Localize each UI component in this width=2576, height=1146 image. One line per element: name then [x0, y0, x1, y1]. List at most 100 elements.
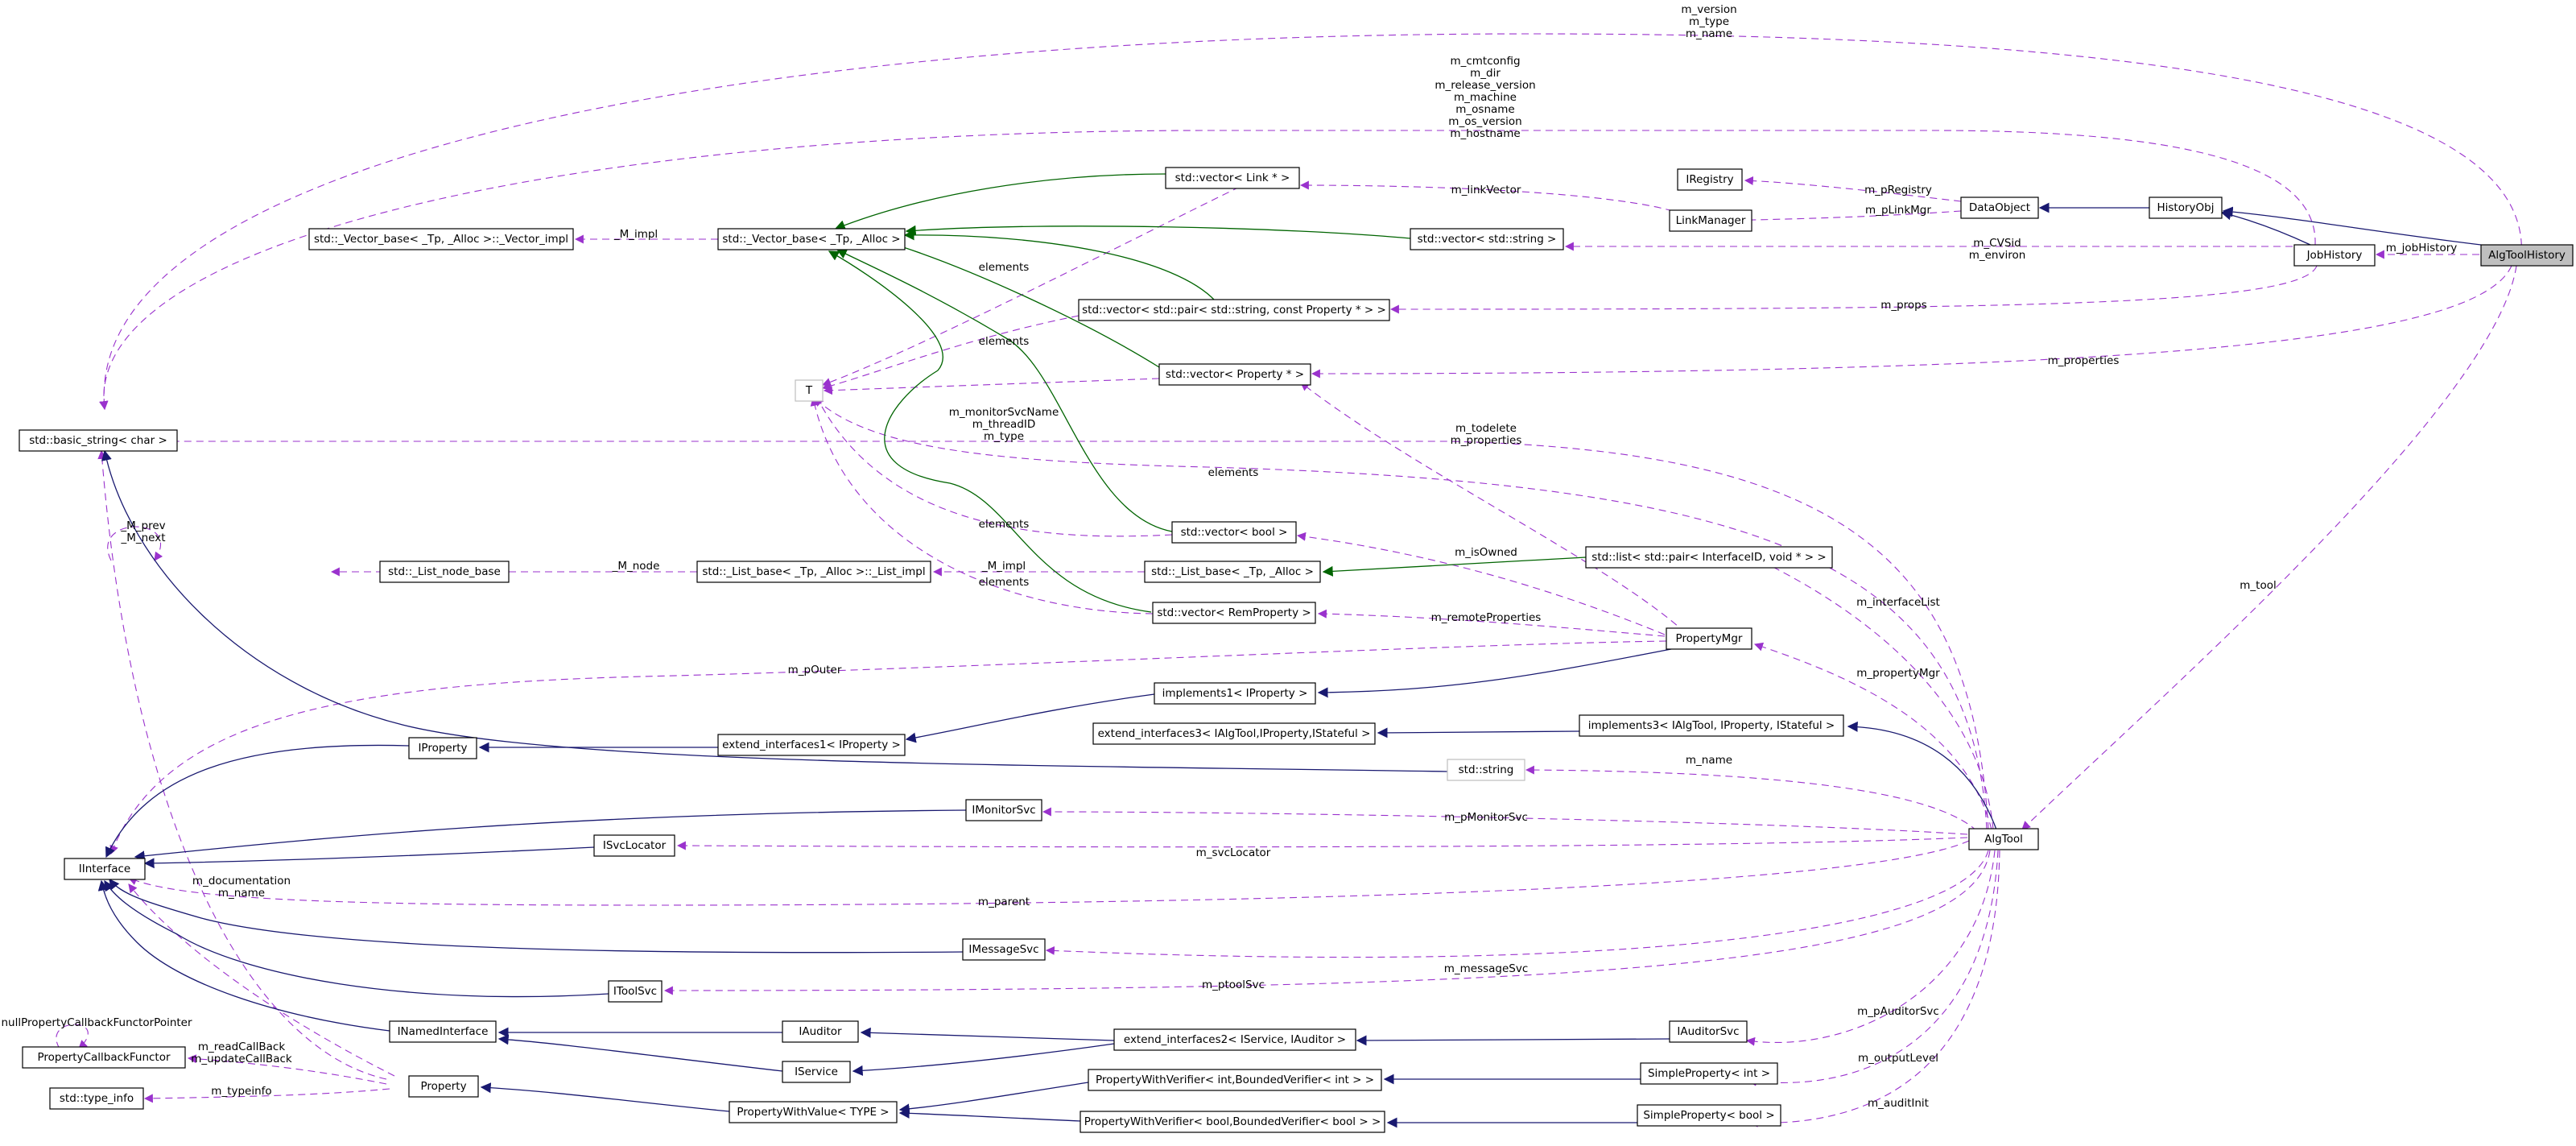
edge-propverifier-bool-propwithvalue [898, 1107, 1081, 1122]
svg-text:IInterface: IInterface [79, 863, 130, 875]
edge-algtool-imonitorsvc [1042, 807, 1968, 835]
edge-vec-link-vector-base [834, 173, 1166, 230]
node-iauditorsvc[interactable]: IAuditorSvc [1669, 1020, 1748, 1043]
svg-text:implements3< IAlgTool, IProper: implements3< IAlgTool, IProperty, IState… [1588, 719, 1835, 732]
svg-text:std::vector< Link * >: std::vector< Link * > [1175, 172, 1290, 184]
node-propcallback[interactable]: PropertyCallbackFunctor [22, 1046, 186, 1069]
svg-text:extend_interfaces1< IProperty: extend_interfaces1< IProperty > [722, 738, 901, 751]
svg-text:std::_List_base< _Tp, _Alloc >: std::_List_base< _Tp, _Alloc >::_List_im… [702, 565, 925, 578]
label-m-pregistry: m_pRegistry [1864, 184, 1932, 197]
node-jobhistory[interactable]: JobHistory [2293, 244, 2376, 267]
node-vec-pair[interactable]: std::vector< std::pair< std::string, con… [1078, 299, 1390, 321]
node-vec-bool[interactable]: std::vector< bool > [1171, 521, 1297, 544]
edge-propertymgr-vec-bool [1296, 532, 1666, 635]
svg-text:PropertyWithVerifier< bool,Bou: PropertyWithVerifier< bool,BoundedVerifi… [1084, 1115, 1381, 1128]
node-vec-remprop[interactable]: std::vector< RemProperty > [1152, 602, 1316, 624]
node-algtool[interactable]: AlgTool [1968, 828, 2039, 850]
node-imessagesvc[interactable]: IMessageSvc [962, 938, 1046, 961]
node-list-impl[interactable]: std::_List_base< _Tp, _Alloc >::_List_im… [696, 561, 931, 583]
edge-algtoolhistory-vec-property [1311, 265, 2512, 379]
edge-propwithvalue-property [480, 1082, 730, 1112]
svg-text:AlgToolHistory: AlgToolHistory [2488, 249, 2566, 262]
edge-vec-property-vector-base [884, 239, 1160, 368]
edge-vec-bool-vector-base [836, 249, 1173, 532]
node-inamedinterface[interactable]: INamedInterface [389, 1020, 497, 1043]
node-propertymgr[interactable]: PropertyMgr [1666, 627, 1752, 650]
svg-text:std::basic_string< char >: std::basic_string< char > [29, 434, 167, 447]
label-m-propertymgr: m_propertyMgr [1856, 667, 1940, 680]
node-iregistry[interactable]: IRegistry [1677, 168, 1743, 191]
node-list-node-base[interactable]: std::_List_node_base [379, 561, 510, 583]
node-vector-impl[interactable]: std::_Vector_base< _Tp, _Alloc >::_Vecto… [308, 228, 574, 250]
edge-extend2-iauditor [860, 1027, 1115, 1041]
label-m-pmonitorsvc: m_pMonitorSvc [1444, 811, 1528, 824]
edge-algtoolhistory-historyobj [2222, 206, 2482, 246]
node-vec-link[interactable]: std::vector< Link * > [1165, 167, 1300, 189]
node-type-info[interactable]: std::type_info [49, 1087, 144, 1110]
svg-text:std::_Vector_base< _Tp, _Alloc: std::_Vector_base< _Tp, _Alloc >::_Vecto… [314, 233, 568, 246]
svg-text:LinkManager: LinkManager [1676, 214, 1746, 227]
edge-isvclocator-iinterface [143, 846, 595, 869]
label-m-typeinfo: m_typeinfo [211, 1085, 271, 1098]
node-simpleprop-bool[interactable]: SimpleProperty< bool > [1637, 1104, 1781, 1127]
node-vector-base[interactable]: std::_Vector_base< _Tp, _Alloc > [717, 228, 906, 250]
node-algtoolhistory[interactable]: AlgToolHistory [2480, 244, 2574, 267]
node-basic-string[interactable]: std::basic_string< char > [19, 429, 178, 452]
node-iproperty[interactable]: IProperty [408, 737, 477, 759]
node-iinterface[interactable]: IInterface [64, 858, 146, 880]
node-isvclocator[interactable]: ISvcLocator [593, 834, 675, 857]
label-m-svclocator: m_svcLocator [1196, 846, 1271, 859]
label-m-readcallback: m_readCallBack [198, 1041, 285, 1053]
edge-imessagesvc-iinterface [109, 878, 964, 954]
node-extend2[interactable]: extend_interfaces2< IService, IAuditor > [1113, 1028, 1356, 1051]
node-propverifier-bool[interactable]: PropertyWithVerifier< bool,BoundedVerifi… [1080, 1111, 1385, 1133]
node-implements1[interactable]: implements1< IProperty > [1154, 682, 1316, 705]
node-vec-string[interactable]: std::vector< std::string > [1410, 228, 1564, 250]
label-m-auditinit: m_auditInit [1868, 1097, 1929, 1110]
node-dataobject[interactable]: DataObject [1960, 197, 2039, 219]
node-propwithvalue[interactable]: PropertyWithValue< TYPE > [729, 1101, 898, 1123]
label-m-type-mid: m_type [984, 430, 1024, 443]
label-m-messagesvc: m_messageSvc [1444, 962, 1529, 975]
edge-implements1-extend1 [905, 693, 1155, 743]
svg-text:IMessageSvc: IMessageSvc [968, 943, 1038, 956]
edges [56, 33, 2522, 1128]
label-m-hostname: m_hostname [1450, 127, 1520, 140]
svg-text:std::vector< Property * >: std::vector< Property * > [1166, 368, 1304, 381]
svg-text:INamedInterface: INamedInterface [398, 1025, 489, 1038]
edge-algtoolhistory-algtool [2021, 265, 2517, 830]
node-iauditor[interactable]: IAuditor [782, 1020, 859, 1043]
svg-text:PropertyWithVerifier< int,Boun: PropertyWithVerifier< int,BoundedVerifie… [1096, 1074, 1374, 1086]
svg-text:PropertyWithValue< TYPE >: PropertyWithValue< TYPE > [737, 1106, 889, 1119]
node-iservice[interactable]: IService [782, 1061, 851, 1083]
label-m-name: m_name [1686, 27, 1732, 40]
node-imonitorsvc[interactable]: IMonitorSvc [965, 799, 1042, 821]
node-simpleprop-int[interactable]: SimpleProperty< int > [1640, 1062, 1778, 1085]
node-historyobj[interactable]: HistoryObj [2149, 197, 2223, 219]
node-stdstring[interactable]: std::string [1447, 759, 1525, 781]
node-propverifier-int[interactable]: PropertyWithVerifier< int,BoundedVerifie… [1088, 1069, 1382, 1091]
node-property[interactable]: Property [408, 1075, 479, 1098]
label-m-name-low: m_name [218, 887, 265, 900]
label-m-version: m_version [1681, 3, 1736, 16]
edge-jobhistory-vec-pair [1389, 265, 2318, 314]
node-extend1[interactable]: extend_interfaces1< IProperty > [717, 734, 906, 756]
svg-text:PropertyMgr: PropertyMgr [1676, 632, 1743, 645]
label-m-prev: _M_prev [120, 519, 165, 532]
node-implements3[interactable]: implements3< IAlgTool, IProperty, IState… [1579, 714, 1844, 737]
node-linkmanager[interactable]: LinkManager [1669, 209, 1752, 232]
label-m-properties-1: m_properties [2048, 354, 2120, 367]
edge-algtool-iinterface [127, 840, 1970, 906]
label-m-pauditorsvc: m_pAuditorSvc [1857, 1005, 1939, 1018]
node-itoolsvc[interactable]: IToolSvc [608, 980, 663, 1003]
svg-text:AlgTool: AlgTool [1984, 833, 2023, 846]
node-list-pair[interactable]: std::list< std::pair< InterfaceID, void … [1585, 546, 1833, 569]
edge-vec-property-T [823, 378, 1160, 395]
svg-text:std::type_info: std::type_info [60, 1092, 134, 1105]
node-T[interactable]: T [795, 379, 824, 402]
node-vec-property[interactable]: std::vector< Property * > [1158, 363, 1311, 386]
label-m-release-version: m_release_version [1435, 79, 1535, 92]
node-extend3[interactable]: extend_interfaces3< IAlgTool,IProperty,I… [1092, 722, 1376, 745]
node-list-base[interactable]: std::_List_base< _Tp, _Alloc > [1144, 561, 1321, 583]
svg-text:extend_interfaces2< IService,: extend_interfaces2< IService, IAuditor > [1124, 1033, 1346, 1046]
